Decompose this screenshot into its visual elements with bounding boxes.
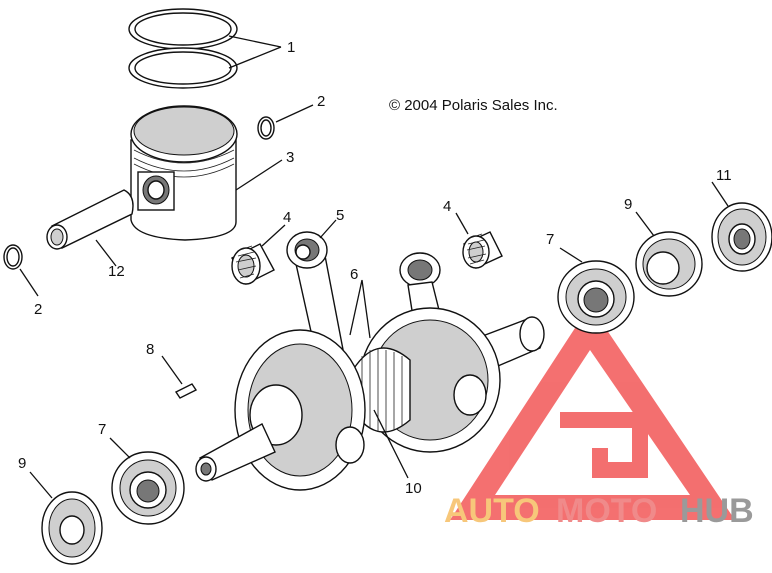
connecting-rod-front bbox=[286, 231, 346, 374]
callout-7-right: 7 bbox=[546, 231, 554, 248]
callout-3: 3 bbox=[286, 149, 294, 166]
callout-4-left: 4 bbox=[283, 209, 291, 226]
crankshaft bbox=[195, 307, 545, 491]
callout-9-left: 9 bbox=[18, 455, 26, 472]
watermark-auto: AUTO bbox=[444, 492, 540, 530]
copyright-notice: © 2004 Polaris Sales Inc. bbox=[389, 97, 558, 114]
circlip-lower bbox=[3, 244, 23, 270]
callout-2-upper: 2 bbox=[317, 93, 325, 110]
callout-8: 9 bbox=[624, 196, 632, 213]
callout-10: 10 bbox=[405, 480, 422, 497]
callout-12: 12 bbox=[108, 263, 125, 280]
callout-4-right: 4 bbox=[443, 198, 451, 215]
main-bearing-right bbox=[557, 260, 635, 334]
bearing-right-outer bbox=[635, 231, 703, 297]
main-bearing-left bbox=[111, 451, 185, 525]
piston-rings bbox=[128, 8, 238, 89]
watermark-text: AUTO MOTO HUB bbox=[444, 492, 754, 530]
watermark-moto: MOTO bbox=[556, 492, 657, 530]
oil-seal-left bbox=[41, 491, 103, 565]
piston bbox=[130, 105, 238, 241]
callout-9-right: 11 bbox=[716, 167, 732, 184]
watermark-hub: HUB bbox=[680, 492, 754, 530]
callout-2-lower: 2 bbox=[34, 301, 42, 318]
wrist-pin bbox=[46, 189, 134, 250]
callout-5: 5 bbox=[336, 207, 344, 224]
watermark-logo bbox=[450, 305, 735, 520]
callout-1: 1 bbox=[287, 39, 295, 56]
woodruff-key bbox=[174, 383, 198, 399]
needle-bearing-left bbox=[231, 243, 275, 285]
oil-seal-right bbox=[711, 202, 772, 272]
circlip-upper bbox=[257, 116, 275, 140]
callout-6: 6 bbox=[350, 266, 358, 283]
needle-bearing-right bbox=[462, 231, 503, 269]
callout-11: 8 bbox=[146, 341, 154, 358]
callout-7-left: 7 bbox=[98, 421, 106, 438]
